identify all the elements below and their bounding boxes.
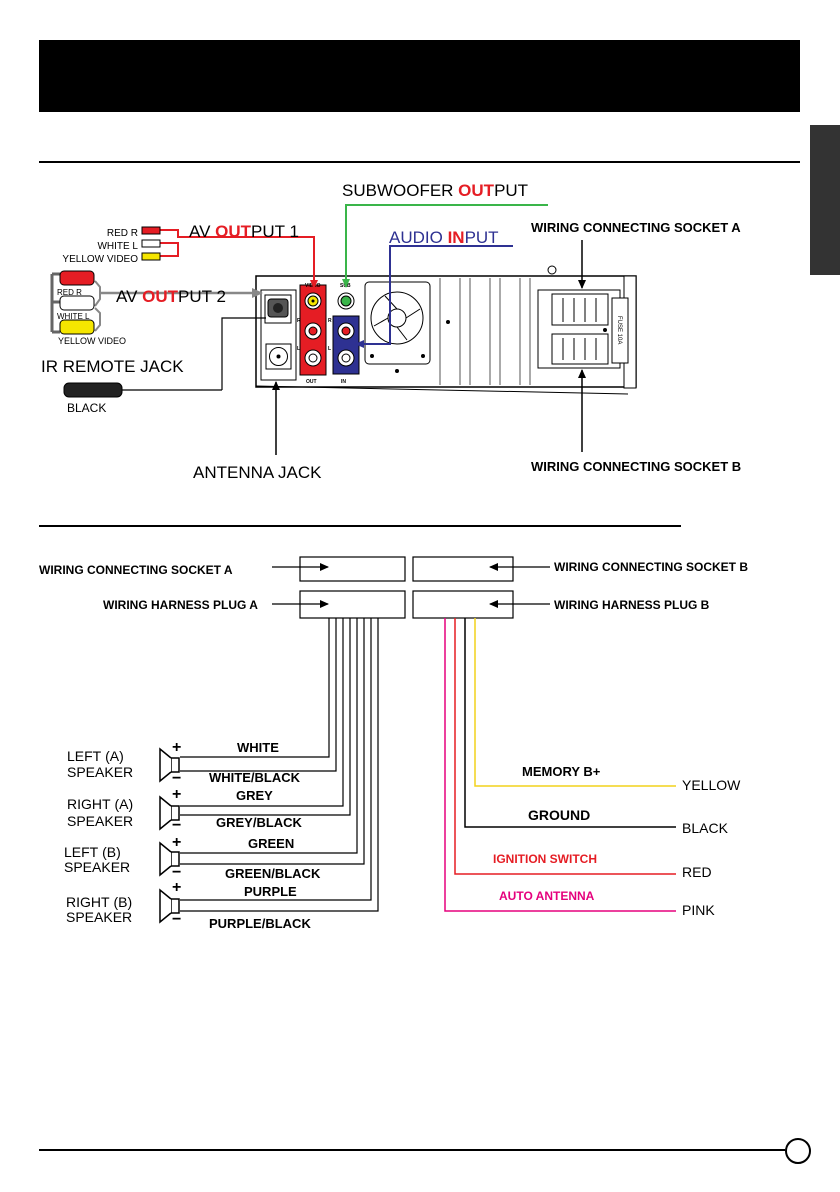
ir-black-label: BLACK: [67, 401, 106, 415]
speaker-ra-line1: RIGHT (A): [67, 796, 133, 812]
yellow-wire-name: YELLOW: [682, 777, 741, 793]
av-output-1-wire: [160, 229, 318, 289]
audio-input-wire: [355, 245, 513, 348]
socket-a-label: WIRING CONNECTING SOCKET A: [531, 220, 741, 235]
ground-label: GROUND: [528, 807, 590, 823]
d2-socket-b-label: WIRING CONNECTING SOCKET B: [554, 560, 748, 574]
memory-label: MEMORY B+: [522, 764, 601, 779]
speaker-lb-plus: +: [172, 834, 181, 851]
speaker-rb-minus: −: [172, 911, 181, 928]
speaker-rb-plus: +: [172, 879, 181, 896]
large-rca-plugs: [50, 270, 101, 335]
panel-l2-label: L: [328, 346, 331, 352]
speaker-graphics: [159, 747, 180, 924]
speaker-wires: [180, 618, 379, 912]
speaker-la-line2: SPEAKER: [67, 764, 133, 780]
large-rca-yellow-label: YELLOW VIDEO: [58, 336, 126, 346]
antenna-wire: [444, 618, 676, 912]
d2-plug-a-label: WIRING HARNESS PLUG A: [103, 598, 258, 612]
audio-input-label: AUDIO INPUT: [389, 228, 499, 247]
panel-l1-label: L: [297, 346, 300, 352]
wire-purple-black-label: PURPLE/BLACK: [209, 916, 311, 931]
speaker-ra-plus: +: [172, 786, 181, 803]
large-rca-white-label: WHITE L: [57, 312, 90, 321]
small-rca-plugs: [141, 226, 161, 261]
wire-grey-black-label: GREY/BLACK: [216, 815, 303, 830]
ground-wire: [464, 618, 676, 828]
socket-b-label: WIRING CONNECTING SOCKET B: [531, 459, 741, 474]
wire-white-label: WHITE: [237, 740, 279, 755]
ir-remote-wire: [221, 317, 266, 390]
pink-wire-name: PINK: [682, 902, 715, 918]
d2-plug-b-label: WIRING HARNESS PLUG B: [554, 598, 710, 612]
section-rule-middle: [39, 525, 681, 527]
panel-r1-label: R: [297, 318, 301, 324]
av-output-1-label: AV OUTPUT 1: [189, 222, 299, 241]
black-wire-name: BLACK: [682, 820, 729, 836]
ignition-wire: [454, 618, 676, 875]
panel-video-label: VIDEO: [305, 283, 321, 289]
footer-rule: [39, 1149, 785, 1151]
speaker-la-minus: −: [172, 770, 181, 787]
red-wire-name: RED: [682, 864, 712, 880]
speaker-lb-minus: −: [172, 864, 181, 881]
wire-white-black-label: WHITE/BLACK: [209, 770, 301, 785]
speaker-ra-line2: SPEAKER: [67, 813, 133, 829]
av-output-1-wire-b: [160, 242, 179, 257]
section-header-bar: [39, 40, 800, 112]
section-rule-top: [39, 161, 800, 163]
ignition-label: IGNITION SWITCH: [493, 852, 597, 866]
panel-out-label: OUT: [306, 379, 317, 385]
small-rca-yellow-label: YELLOW VIDEO: [62, 254, 138, 265]
page-number-circle: [785, 1138, 811, 1164]
subwoofer-output-label: SUBWOOFER OUTPUT: [342, 181, 528, 200]
rca-in-block: [332, 292, 360, 375]
iso-socket-graphic: FUSE 10A: [537, 289, 629, 369]
wire-green-label: GREEN: [248, 836, 294, 851]
speaker-lb-line2: SPEAKER: [64, 859, 130, 875]
side-index-tab: [810, 125, 840, 275]
speaker-rb-line2: SPEAKER: [66, 909, 132, 925]
fuse-label: FUSE 10A: [616, 316, 622, 344]
d2-socket-a-label: WIRING CONNECTING SOCKET A: [39, 563, 233, 577]
av-output-2-label: AV OUTPUT 2: [116, 287, 226, 306]
small-rca-white-label: WHITE L: [97, 241, 138, 252]
ir-plug: [63, 382, 222, 398]
ir-antenna-area: [260, 289, 297, 381]
small-rca-red-label: RED R: [107, 228, 138, 239]
speaker-la-line1: LEFT (A): [67, 748, 124, 764]
ir-remote-jack-label: IR REMOTE JACK: [41, 357, 184, 376]
panel-r2-label: R: [328, 318, 332, 324]
speaker-la-plus: +: [172, 739, 181, 756]
wire-green-black-label: GREEN/BLACK: [225, 866, 321, 881]
speaker-rb-line1: RIGHT (B): [66, 894, 132, 910]
harness-boxes: [299, 556, 514, 619]
memory-wire: [474, 618, 676, 787]
subwoofer-wire: [342, 204, 548, 288]
speaker-ra-minus: −: [172, 817, 181, 834]
rca-out-block: [299, 284, 327, 376]
antenna-jack-label: ANTENNA JACK: [193, 463, 322, 482]
wire-grey-label: GREY: [236, 788, 273, 803]
auto-antenna-label: AUTO ANTENNA: [499, 889, 595, 903]
speaker-lb-line1: LEFT (B): [64, 844, 121, 860]
large-rca-red-label: RED R: [57, 288, 82, 297]
panel-in-label: IN: [341, 379, 346, 385]
wire-purple-label: PURPLE: [244, 884, 297, 899]
screw-hole: [547, 265, 557, 275]
